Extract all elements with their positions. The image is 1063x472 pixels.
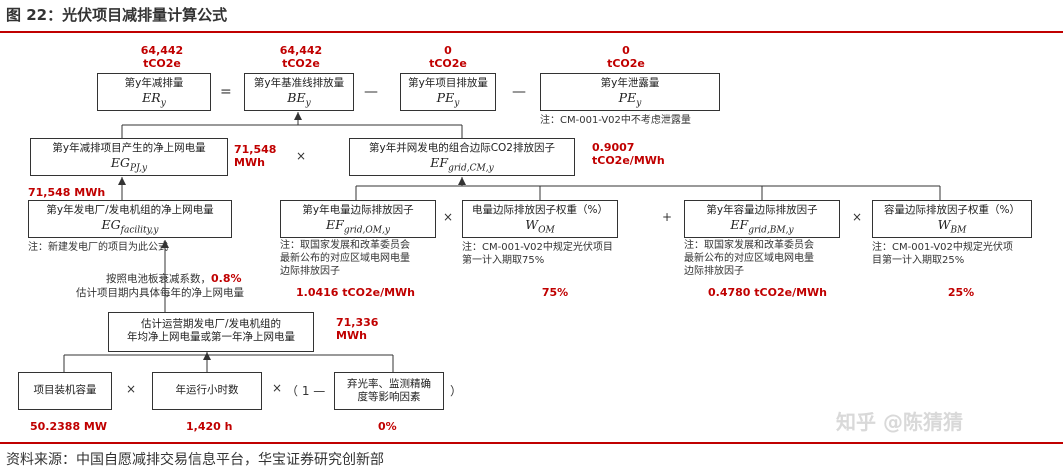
hours-box: 年运行小时数 bbox=[152, 372, 262, 410]
w-bm-box: 容量边际排放因子权重（%） WBM bbox=[872, 200, 1032, 238]
source-note: 资料来源：中国自愿减排交易信息平台，华宝证券研究创新部 bbox=[6, 452, 384, 468]
figure-title: 图 22：光伏项目减排量计算公式 bbox=[6, 6, 228, 24]
times-operator-2: × bbox=[443, 210, 454, 224]
open-paren: （ 1 — bbox=[286, 384, 326, 398]
footer-rule bbox=[0, 442, 1063, 444]
ef-grid-box: 第y年并网发电的组合边际CO2排放因子 EFgrid,CM,y bbox=[349, 138, 575, 176]
eg-facility-value: 71,548 MWh bbox=[28, 186, 106, 199]
eg-facility-note: 注：新建发电厂的项目为此公式 bbox=[28, 242, 168, 253]
w-om-value: 75% bbox=[541, 286, 569, 299]
ef-bm-value: 0.4780 tCO2e/MWh bbox=[708, 286, 828, 299]
minus-operator-2: — bbox=[512, 84, 526, 100]
watermark: 知乎 @陈猜猜 bbox=[836, 410, 963, 434]
curtailment-value: 0% bbox=[378, 420, 397, 433]
hours-value: 1,420 h bbox=[186, 420, 233, 433]
ef-bm-note: 注：取国家发展和改革委员会最新公布的对应区域电网电量边际排放因子 bbox=[684, 240, 814, 277]
decay-note: 按照电池板衰减系数，0.8% bbox=[106, 272, 242, 285]
annual-generation-box: 估计运营期发电厂/发电机组的 年均净上网电量或第一年净上网电量 bbox=[108, 312, 314, 352]
ef-om-value: 1.0416 tCO2e/MWh bbox=[296, 286, 416, 299]
capacity-value: 50.2388 MW bbox=[30, 420, 108, 433]
eg-pj-box: 第y年减排项目产生的净上网电量 EGPJ,y bbox=[30, 138, 228, 176]
times-operator-1: × bbox=[296, 149, 307, 163]
er-box: 第y年减排量 ERy bbox=[97, 73, 211, 111]
pe-box: 第y年项目排放量 PEy bbox=[400, 73, 496, 111]
minus-operator-1: — bbox=[364, 84, 378, 100]
capacity-box: 项目装机容量 bbox=[18, 372, 112, 410]
ef-bm-box: 第y年容量边际排放因子 EFgrid,BM,y bbox=[684, 200, 840, 238]
times-operator-3: × bbox=[852, 210, 863, 224]
close-paren: ） bbox=[450, 384, 463, 398]
title-rule bbox=[0, 31, 1063, 33]
plus-operator: + bbox=[662, 210, 673, 224]
w-om-note: 注：CM-001-V02中规定光伏项目第一计入期取75% bbox=[462, 242, 613, 266]
w-om-box: 电量边际排放因子权重（%） WOM bbox=[462, 200, 618, 238]
w-bm-note: 注：CM-001-V02中规定光伏项目第一计入期取25% bbox=[872, 242, 1013, 266]
be-box: 第y年基准线排放量 BEy bbox=[244, 73, 354, 111]
times-operator-5: × bbox=[272, 381, 283, 395]
decay-note-line2: 估计项目期内具体每年的净上网电量 bbox=[76, 287, 244, 299]
ef-om-box: 第y年电量边际排放因子 EFgrid,OM,y bbox=[280, 200, 436, 238]
w-bm-value: 25% bbox=[947, 286, 975, 299]
times-operator-4: × bbox=[126, 382, 137, 396]
eg-facility-box: 第y年发电厂/发电机组的净上网电量 EGfacility,y bbox=[28, 200, 232, 238]
equals-operator: = bbox=[220, 84, 232, 100]
pe-leak-note: 注：CM-001-V02中不考虑泄露量 bbox=[540, 115, 691, 126]
ef-om-note: 注：取国家发展和改革委员会最新公布的对应区域电网电量边际排放因子 bbox=[280, 240, 410, 277]
curtailment-box: 弃光率、监测精确 度等影响因素 bbox=[334, 372, 444, 410]
pe-leak-box: 第y年泄露量 PEy bbox=[540, 73, 720, 111]
